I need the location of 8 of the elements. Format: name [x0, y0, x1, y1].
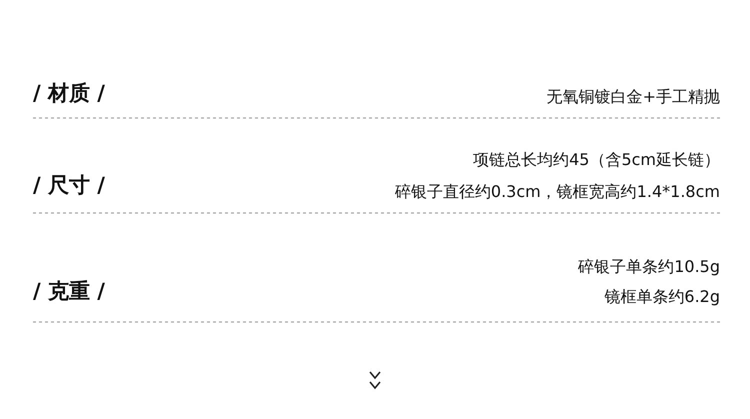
spec-value: 项链总长均约45（含5cm延长链） [473, 150, 720, 170]
spec-value: 镜框单条约6.2g [604, 287, 720, 306]
row-heading: / 尺寸 / [33, 173, 105, 198]
spec-value: 碎银子单条约10.5g [578, 257, 720, 276]
row-heading: / 材质 / [33, 81, 105, 106]
spec-value: 无氧铜镀白金+手工精抛 [546, 87, 720, 106]
row-heading: / 克重 / [33, 279, 105, 304]
spec-value: 碎银子直径约0.3cm，镜框宽高约1.4*1.8cm [394, 182, 720, 202]
